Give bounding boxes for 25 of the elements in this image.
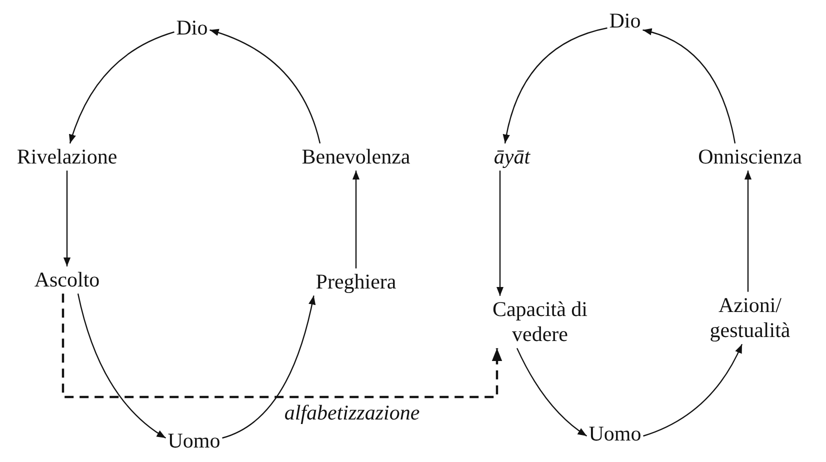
concept-label: āyāt — [492, 143, 532, 171]
arrow — [642, 28, 736, 144]
arrow — [77, 293, 166, 438]
arrow — [516, 348, 588, 436]
arrow — [352, 170, 360, 268]
concept-label: Preghiera — [314, 268, 398, 296]
concept-label: Uomo — [586, 420, 644, 448]
arrow — [496, 170, 504, 296]
concept-label: Dio — [174, 14, 210, 42]
concept-label: Ascolto — [32, 266, 102, 294]
arrow — [63, 170, 71, 266]
dashed-arrow — [62, 294, 502, 398]
concept-label: Uomo — [166, 427, 222, 455]
arrow — [222, 295, 316, 439]
arrow — [69, 31, 174, 144]
concept-label: Onniscienza — [696, 143, 804, 171]
concept-label: Dio — [607, 7, 643, 35]
concept-label: Benevolenza — [300, 143, 412, 171]
arrow — [503, 27, 608, 144]
concept-label: Capacità di vedere — [478, 296, 602, 348]
arrow — [210, 29, 321, 144]
concept-label: Rivelazione — [14, 143, 120, 171]
arrow — [643, 344, 743, 437]
concept-label: Azioni/ gestualità — [688, 292, 812, 344]
arrow — [744, 170, 752, 292]
